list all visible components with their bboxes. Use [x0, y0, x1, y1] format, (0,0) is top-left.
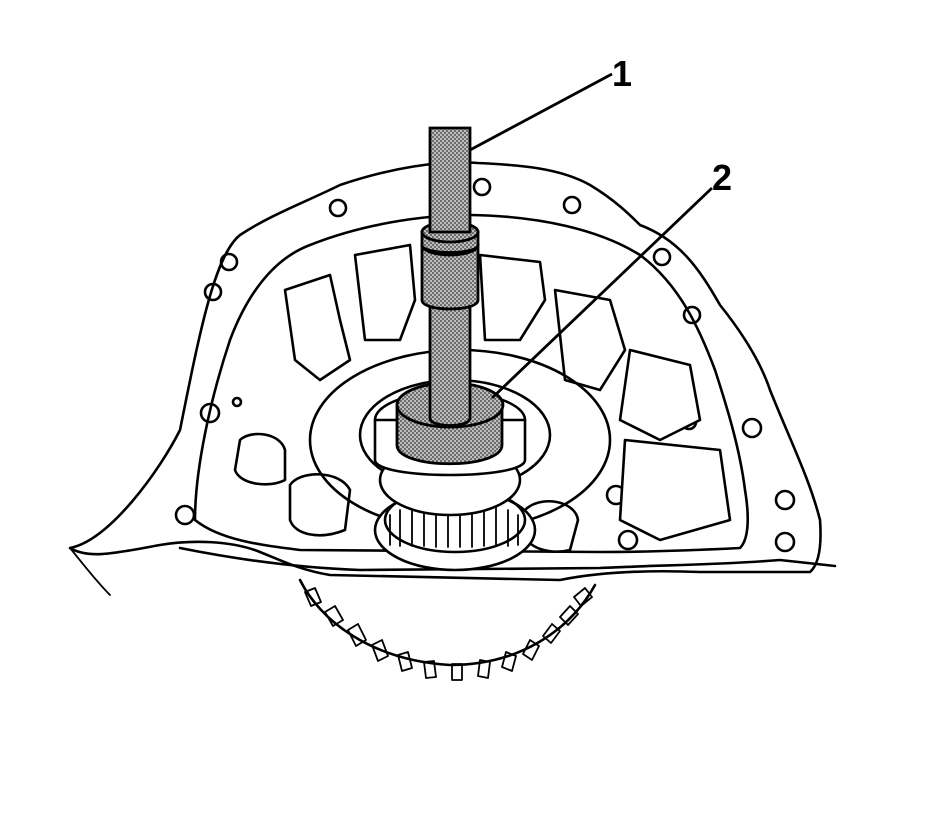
bolt-holes	[174, 177, 796, 553]
differential-ring-gear	[298, 578, 597, 681]
installer-tool	[373, 381, 527, 477]
callout-leaders	[469, 72, 713, 400]
transaxle-case	[68, 161, 837, 596]
handle-tool	[420, 126, 480, 427]
callout-2-leader	[491, 186, 713, 400]
callout-2-label: 2	[712, 157, 732, 198]
callout-1-leader	[469, 72, 613, 152]
callout-1-label: 1	[612, 53, 632, 94]
